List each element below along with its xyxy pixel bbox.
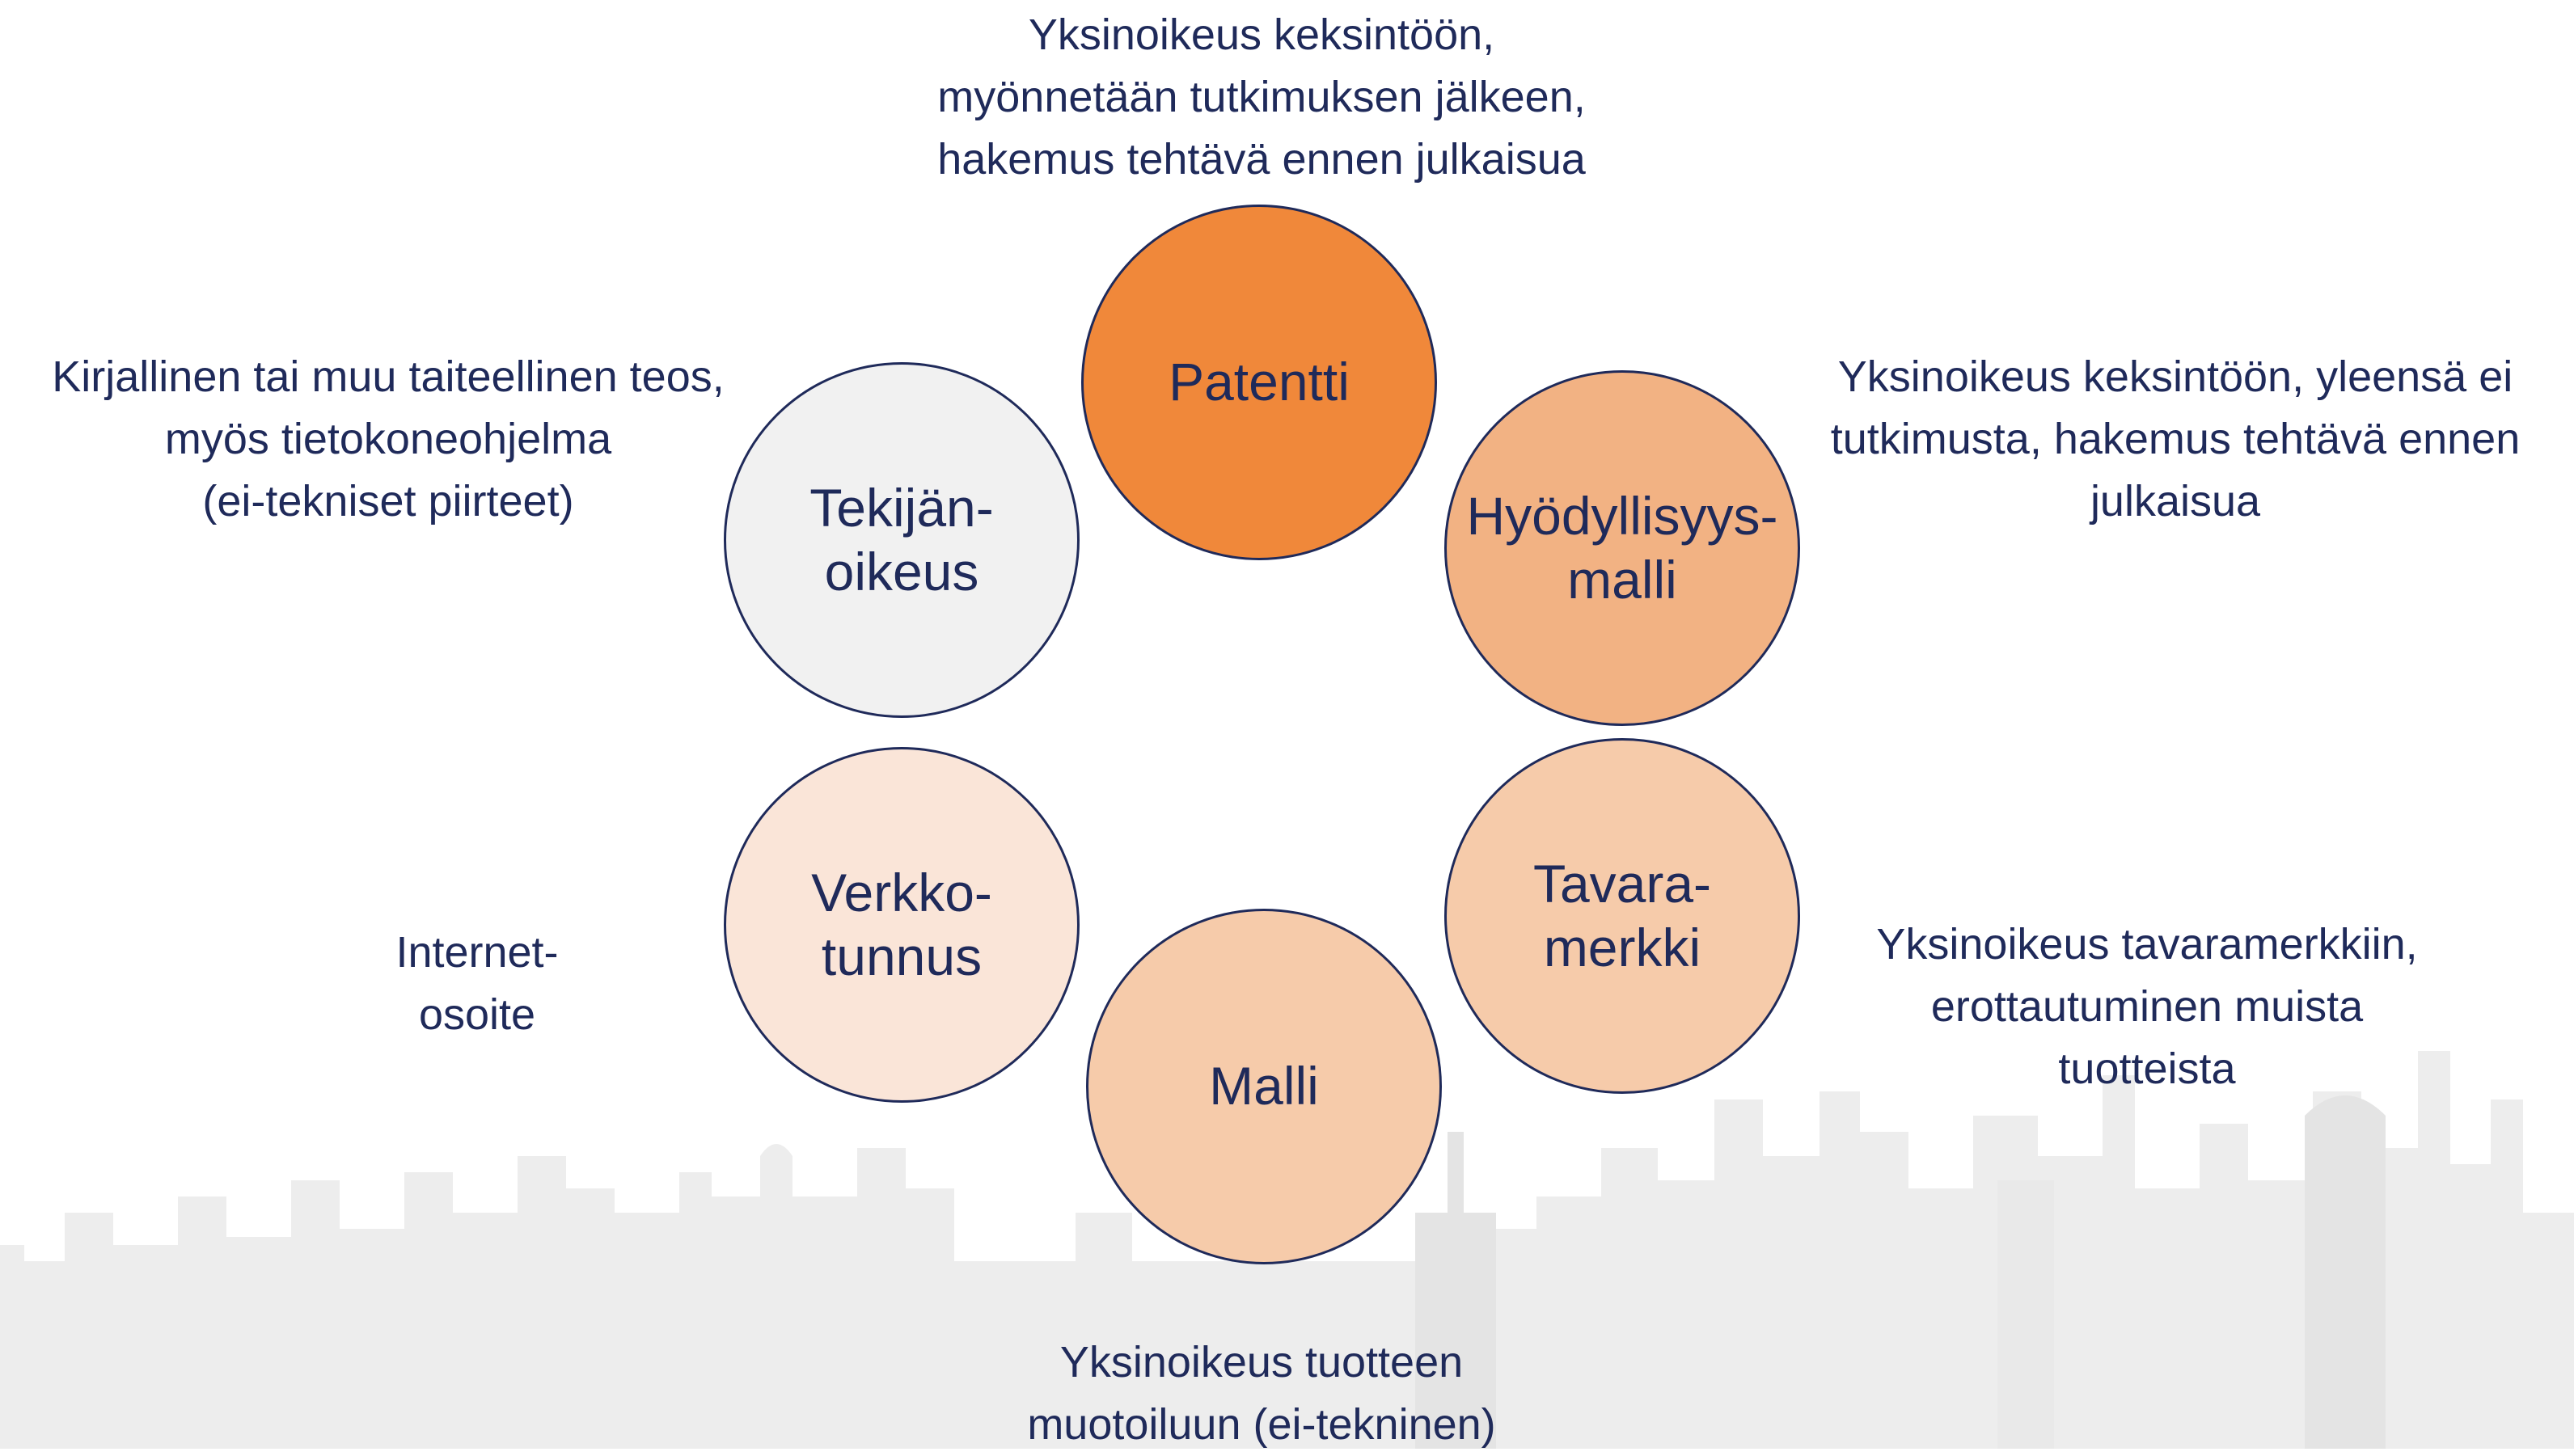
circle-tavaramerkki: Tavara- merkki [1444, 738, 1800, 1094]
circle-label-malli: Malli [1209, 1056, 1319, 1116]
description-malli: Yksinoikeus tuotteen muotoiluun (ei-tekn… [1027, 1338, 1496, 1449]
circle-tekijanoikeus: Tekijän- oikeus [724, 362, 1080, 718]
circle-verkkotunnus: Verkko- tunnus [724, 747, 1080, 1103]
circle-hyodyllisyysmalli: Hyödyllisyys- malli [1444, 370, 1800, 726]
circle-malli: Malli [1086, 909, 1442, 1264]
description-tavaramerkki: Yksinoikeus tavaramerkkiin, erottautumin… [1876, 920, 2418, 1093]
circle-label-tavaramerkki: Tavara- merkki [1532, 853, 1712, 977]
description-patentti: Yksinoikeus keksintöön, myönnetään tutki… [937, 11, 1586, 184]
circle-patentti: Patentti [1081, 205, 1437, 560]
description-verkkotunnus: Internet- osoite [395, 928, 559, 1039]
description-hyodyllisyysmalli: Yksinoikeus keksintöön, yleensä ei tutki… [1830, 352, 2521, 525]
circle-label-patentti: Patentti [1169, 352, 1350, 412]
circle-label-verkkotunnus: Verkko- tunnus [811, 862, 992, 986]
circle-label-tekijanoikeus: Tekijän- oikeus [809, 477, 994, 601]
circle-label-hyodyllisyysmalli: Hyödyllisyys- malli [1466, 485, 1778, 610]
description-tekijanoikeus: Kirjallinen tai muu taiteellinen teos, m… [52, 352, 725, 525]
